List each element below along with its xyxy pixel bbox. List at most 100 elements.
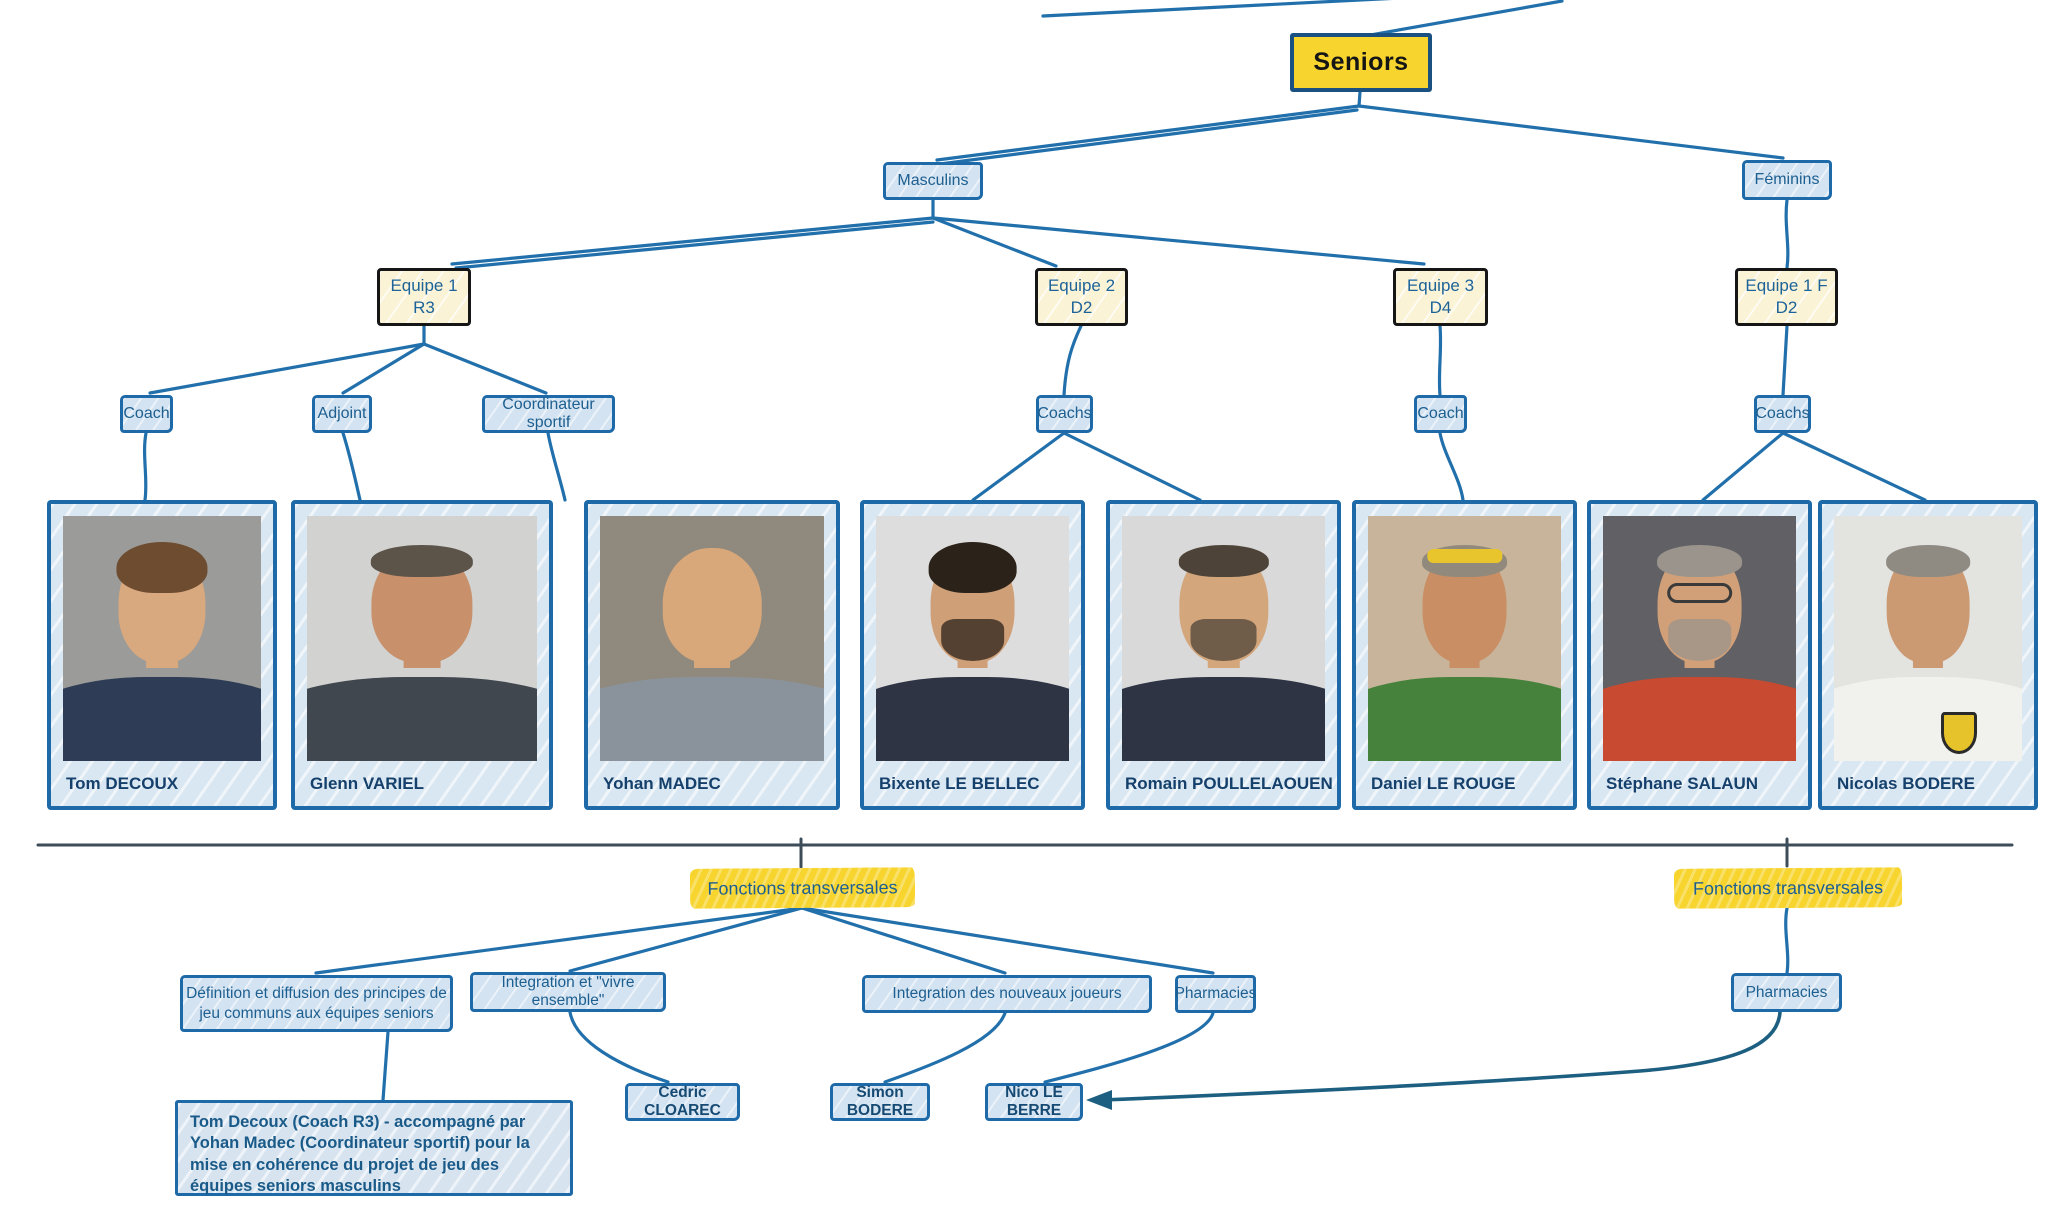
- portrait-torso: [1122, 677, 1325, 761]
- connector-equipe1-adjoint: [341, 342, 426, 395]
- person-card-glenn-variel[interactable]: Glenn VARIEL: [291, 500, 553, 810]
- function-label: Pharmacies: [1174, 985, 1257, 1003]
- assignee-label: Nico LE BERRE: [1005, 1084, 1063, 1119]
- node-feminins-label: Féminins: [1754, 170, 1820, 188]
- ft-right-text: Fonctions transversales: [1692, 876, 1884, 899]
- connector-equipe3-coach: [1437, 324, 1443, 397]
- portrait-beard: [940, 618, 1005, 661]
- portrait-hair: [1656, 545, 1743, 578]
- node-seniors[interactable]: Seniors: [1290, 33, 1432, 92]
- assignee-label: Simon BODERE: [846, 1084, 914, 1119]
- person-card-nicolas-bodere[interactable]: Nicolas BODERE: [1818, 500, 2038, 810]
- photo-glenn-variel: [307, 516, 537, 761]
- arrow-pharmacies-to-nico: [1086, 1010, 1782, 1110]
- connector-seniors-stub: [1357, 90, 1362, 108]
- connector-ft-integration1: [568, 906, 804, 973]
- connector-equipe1-coordinateur: [422, 342, 548, 395]
- node-definition-principes-de-jeu[interactable]: Définition et diffusion des principes de…: [180, 975, 453, 1032]
- role-label: Coordinateur sportif: [502, 395, 595, 431]
- person-card-bixente-le-bellec[interactable]: Bixente LE BELLEC: [860, 500, 1085, 810]
- portrait-beard: [1190, 618, 1257, 661]
- sunglasses-on-head-icon: [1426, 549, 1503, 563]
- label-fonctions-transversales-right[interactable]: Fonctions transversales: [1673, 867, 1903, 909]
- function-label: Définition et diffusion des principes de…: [186, 985, 447, 1022]
- connector-coachs2-bixente: [971, 431, 1066, 502]
- glasses-icon: [1666, 583, 1733, 603]
- person-card-tom-decoux[interactable]: Tom DECOUX: [47, 500, 277, 810]
- connector-ft-right-pharmacies: [1784, 906, 1790, 975]
- node-integration-vivre-ensemble[interactable]: Integration et "vivre ensemble": [470, 972, 666, 1012]
- portrait-hair: [1178, 545, 1269, 578]
- person-card-stephane-salaun[interactable]: Stéphane SALAUN: [1587, 500, 1812, 810]
- connector-integration1-cedric: [568, 1010, 670, 1084]
- node-seniors-label: Seniors: [1313, 48, 1409, 77]
- node-coachs-equipe-2[interactable]: Coachs: [1036, 395, 1093, 433]
- photo-yohan-madec: [600, 516, 824, 761]
- node-coach-equipe-3[interactable]: Coach: [1414, 395, 1467, 433]
- node-pharmacies-left[interactable]: Pharmacies: [1175, 975, 1256, 1013]
- portrait-torso: [1368, 677, 1561, 761]
- connector-coach3-daniel: [1438, 431, 1465, 502]
- role-label: Coachs: [1755, 404, 1810, 422]
- portrait-beard: [1667, 618, 1732, 661]
- person-name: Yohan MADEC: [603, 774, 721, 793]
- person-card-romain-poullelaouen[interactable]: Romain POULLELAOUEN: [1106, 500, 1341, 810]
- node-coordinateur-sportif[interactable]: Coordinateur sportif: [482, 395, 615, 433]
- label-fonctions-transversales-left[interactable]: Fonctions transversales: [689, 867, 916, 909]
- assignee-label: Cedric CLOAREC: [644, 1084, 721, 1119]
- photo-romain-poullelaouen: [1122, 516, 1325, 761]
- person-name: Romain POULLELAOUEN: [1125, 774, 1333, 793]
- connector-ft-definition: [314, 906, 804, 975]
- photo-tom-decoux: [63, 516, 261, 761]
- connector-equipe1f-coachs: [1781, 324, 1789, 397]
- role-label: Adjoint: [317, 404, 367, 422]
- portrait-hair: [116, 541, 208, 594]
- connector-masculins-equipe1: [450, 216, 935, 266]
- connector-adjoint-glenn: [341, 431, 362, 502]
- connector-equipe1-coach: [148, 342, 426, 395]
- node-adjoint-equipe-1[interactable]: Adjoint: [312, 395, 372, 433]
- connector-integration2-simon: [883, 1011, 1007, 1084]
- connector-feminins-equipe1f: [1784, 198, 1790, 270]
- node-coachs-equipe-1-f[interactable]: Coachs: [1754, 395, 1811, 433]
- node-cedric-cloarec[interactable]: Cedric CLOAREC: [625, 1083, 740, 1121]
- connector-ft-pharmacies: [800, 906, 1215, 975]
- node-simon-bodere[interactable]: Simon BODERE: [830, 1083, 930, 1121]
- arrowhead-icon: [1086, 1090, 1112, 1110]
- node-feminins[interactable]: Féminins: [1742, 160, 1832, 200]
- portrait-torso: [307, 677, 537, 761]
- node-nico-le-berre[interactable]: Nico LE BERRE: [985, 1083, 1083, 1121]
- person-name: Stéphane SALAUN: [1606, 774, 1759, 793]
- note-text: Tom Decoux (Coach R3) - accompagné par Y…: [190, 1113, 530, 1196]
- person-card-yohan-madec[interactable]: Yohan MADEC: [584, 500, 840, 810]
- connector-definition-note: [381, 1030, 390, 1102]
- person-card-daniel-le-rouge[interactable]: Daniel LE ROUGE: [1352, 500, 1577, 810]
- photo-bixente-le-bellec: [876, 516, 1069, 761]
- portrait-torso: [1834, 677, 2022, 761]
- node-pharmacies-right[interactable]: Pharmacies: [1731, 973, 1842, 1012]
- portrait-torso: [1603, 677, 1796, 761]
- portrait-hair: [370, 545, 474, 578]
- node-masculins[interactable]: Masculins: [883, 162, 983, 200]
- note-projet-de-jeu[interactable]: Tom Decoux (Coach R3) - accompagné par Y…: [175, 1100, 573, 1196]
- node-coach-equipe-1[interactable]: Coach: [120, 395, 173, 433]
- portrait-torso: [63, 677, 261, 761]
- ft-left-text: Fonctions transversales: [707, 876, 898, 899]
- role-label: Coachs: [1037, 404, 1092, 422]
- portrait-head: [662, 547, 762, 663]
- connector-seniors-feminins: [1357, 104, 1785, 160]
- photo-stephane-salaun: [1603, 516, 1796, 761]
- function-label: Integration et "vivre ensemble": [501, 974, 635, 1009]
- connector-seniors-masculins-2: [938, 108, 1359, 166]
- node-integration-nouveaux-joueurs[interactable]: Integration des nouveaux joueurs: [862, 975, 1152, 1013]
- connector-equipe2-coachs: [1062, 324, 1083, 397]
- portrait-hair: [928, 541, 1017, 594]
